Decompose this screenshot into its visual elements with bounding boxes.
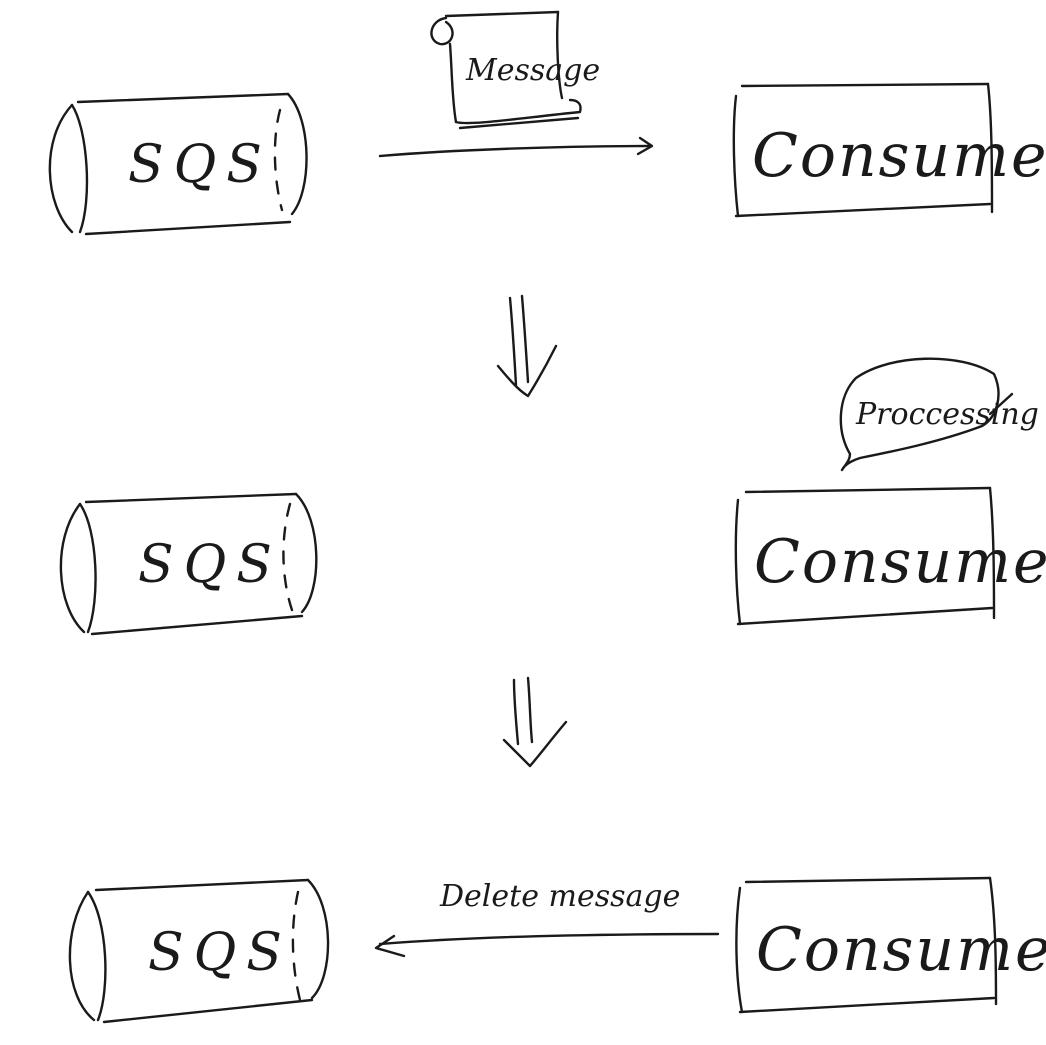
consumer-label: Consumer (756, 915, 1046, 985)
step-1: SQS Message Consumer (48, 10, 1046, 236)
consumer-label: Consumer (754, 527, 1046, 597)
message-scroll-icon: Message (430, 10, 600, 130)
delete-message-label: Delete message (439, 879, 680, 914)
delete-arrow: Delete message (374, 879, 720, 958)
sqs-label: SQS (128, 135, 272, 195)
sqs-queue: SQS (48, 92, 308, 236)
deliver-arrow (378, 136, 654, 158)
consumer-box: Consumer (732, 82, 1046, 218)
step-2: SQS Proccessing Consumer (59, 357, 1046, 636)
sqs-label: SQS (138, 535, 282, 595)
sqs-queue: SQS (59, 492, 318, 636)
transition-arrow-2 (502, 676, 568, 768)
processing-bubble: Proccessing (839, 357, 1039, 472)
consumer-box: Consumer (734, 486, 1046, 626)
bubble-label: Proccessing (855, 397, 1039, 432)
message-label: Message (465, 53, 600, 88)
step-3: SQS Delete message Consumer (68, 876, 1046, 1024)
sqs-label: SQS (148, 923, 292, 983)
consumer-label: Consumer (752, 121, 1046, 191)
consumer-box: Consumer (735, 876, 1046, 1014)
sqs-queue: SQS (68, 878, 330, 1024)
transition-arrow-1 (496, 294, 558, 398)
